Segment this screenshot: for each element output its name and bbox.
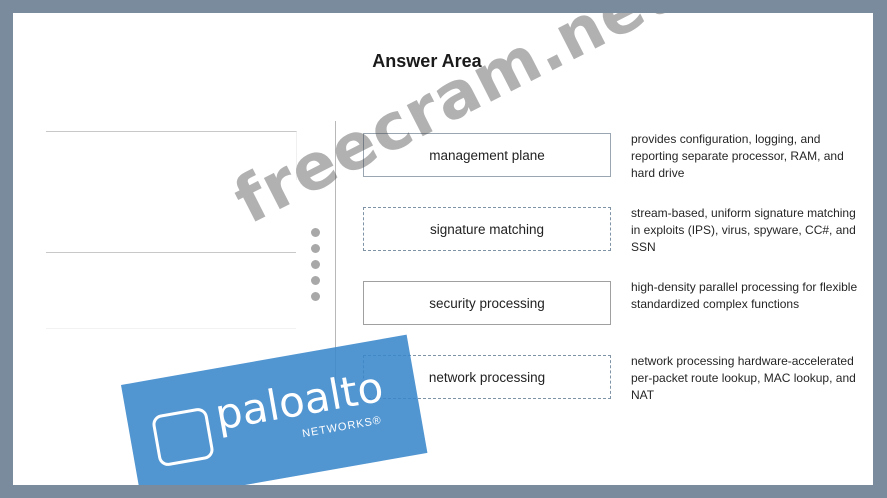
answer-box-security-processing[interactable]: security processing [363,281,611,325]
dot-icon [311,260,320,269]
answer-area-slide: Answer Area management plane provides co… [13,13,873,485]
page-title: Answer Area [372,51,482,71]
answer-box-management-plane[interactable]: management plane [363,133,611,177]
description-signature-matching: stream-based, uniform signature matching… [631,206,856,254]
answer-label: security processing [429,295,545,311]
description-security-processing: high-density parallel processing for fle… [631,280,858,311]
drag-handle-dots[interactable] [311,228,321,308]
paloalto-logo-icon [150,406,216,468]
logo-subtitle: NETWORKS® [301,414,383,441]
answer-label: signature matching [429,221,545,237]
left-option-slot-bottom[interactable] [46,328,296,331]
answer-box-signature-matching[interactable]: signature matching [363,207,611,251]
dot-icon [311,292,320,301]
dot-icon [311,244,320,253]
description-management-plane: provides configuration, logging, and rep… [631,132,844,180]
left-option-slot-middle[interactable] [46,252,296,323]
answer-label: network processing [428,369,546,385]
answer-box-network-processing[interactable]: network processing [363,355,611,399]
answer-label: management plane [429,147,545,163]
logo-wordmark: paloalto [211,361,387,440]
column-divider [335,121,336,383]
dot-icon [311,276,320,285]
left-option-slot-top[interactable] [46,131,297,180]
description-network-processing: network processing hardware-accelerated … [631,354,856,402]
dot-icon [311,228,320,237]
watermark-text: freecram.net [223,13,686,239]
